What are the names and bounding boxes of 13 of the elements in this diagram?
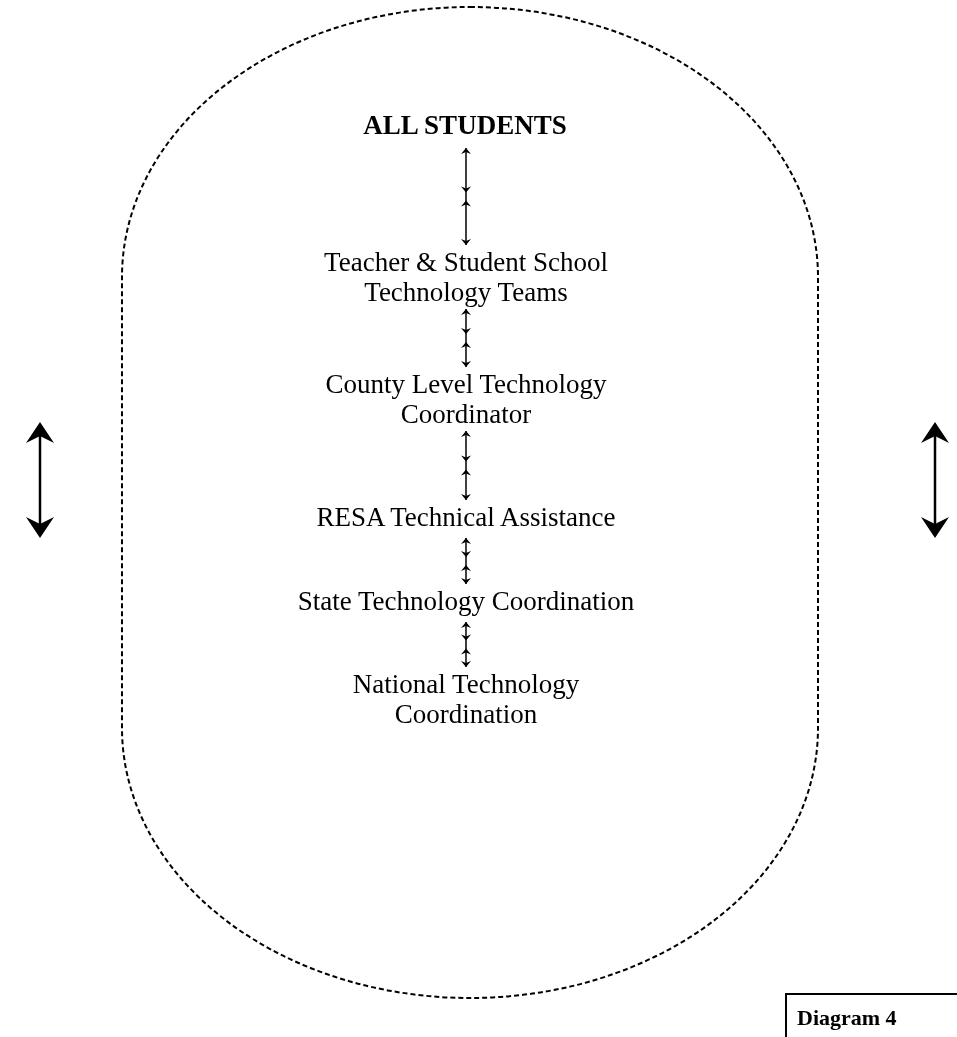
caption-box [785, 993, 957, 1037]
double-arrow [461, 537, 471, 585]
level-label: County Level Technology Coordinator [324, 369, 608, 429]
caption-label: Diagram 4 [797, 1004, 897, 1032]
level-label: Teacher & Student School Technology Teams [323, 247, 609, 307]
level-label: RESA Technical Assistance [315, 502, 617, 532]
double-arrow [461, 430, 471, 501]
level-label: ALL STUDENTS [362, 110, 568, 140]
double-arrow [461, 621, 471, 668]
level-label: State Technology Coordination [296, 586, 636, 616]
level-label: National Technology Coordination [351, 669, 581, 729]
double-arrow [461, 147, 471, 246]
double-arrow [461, 308, 471, 368]
